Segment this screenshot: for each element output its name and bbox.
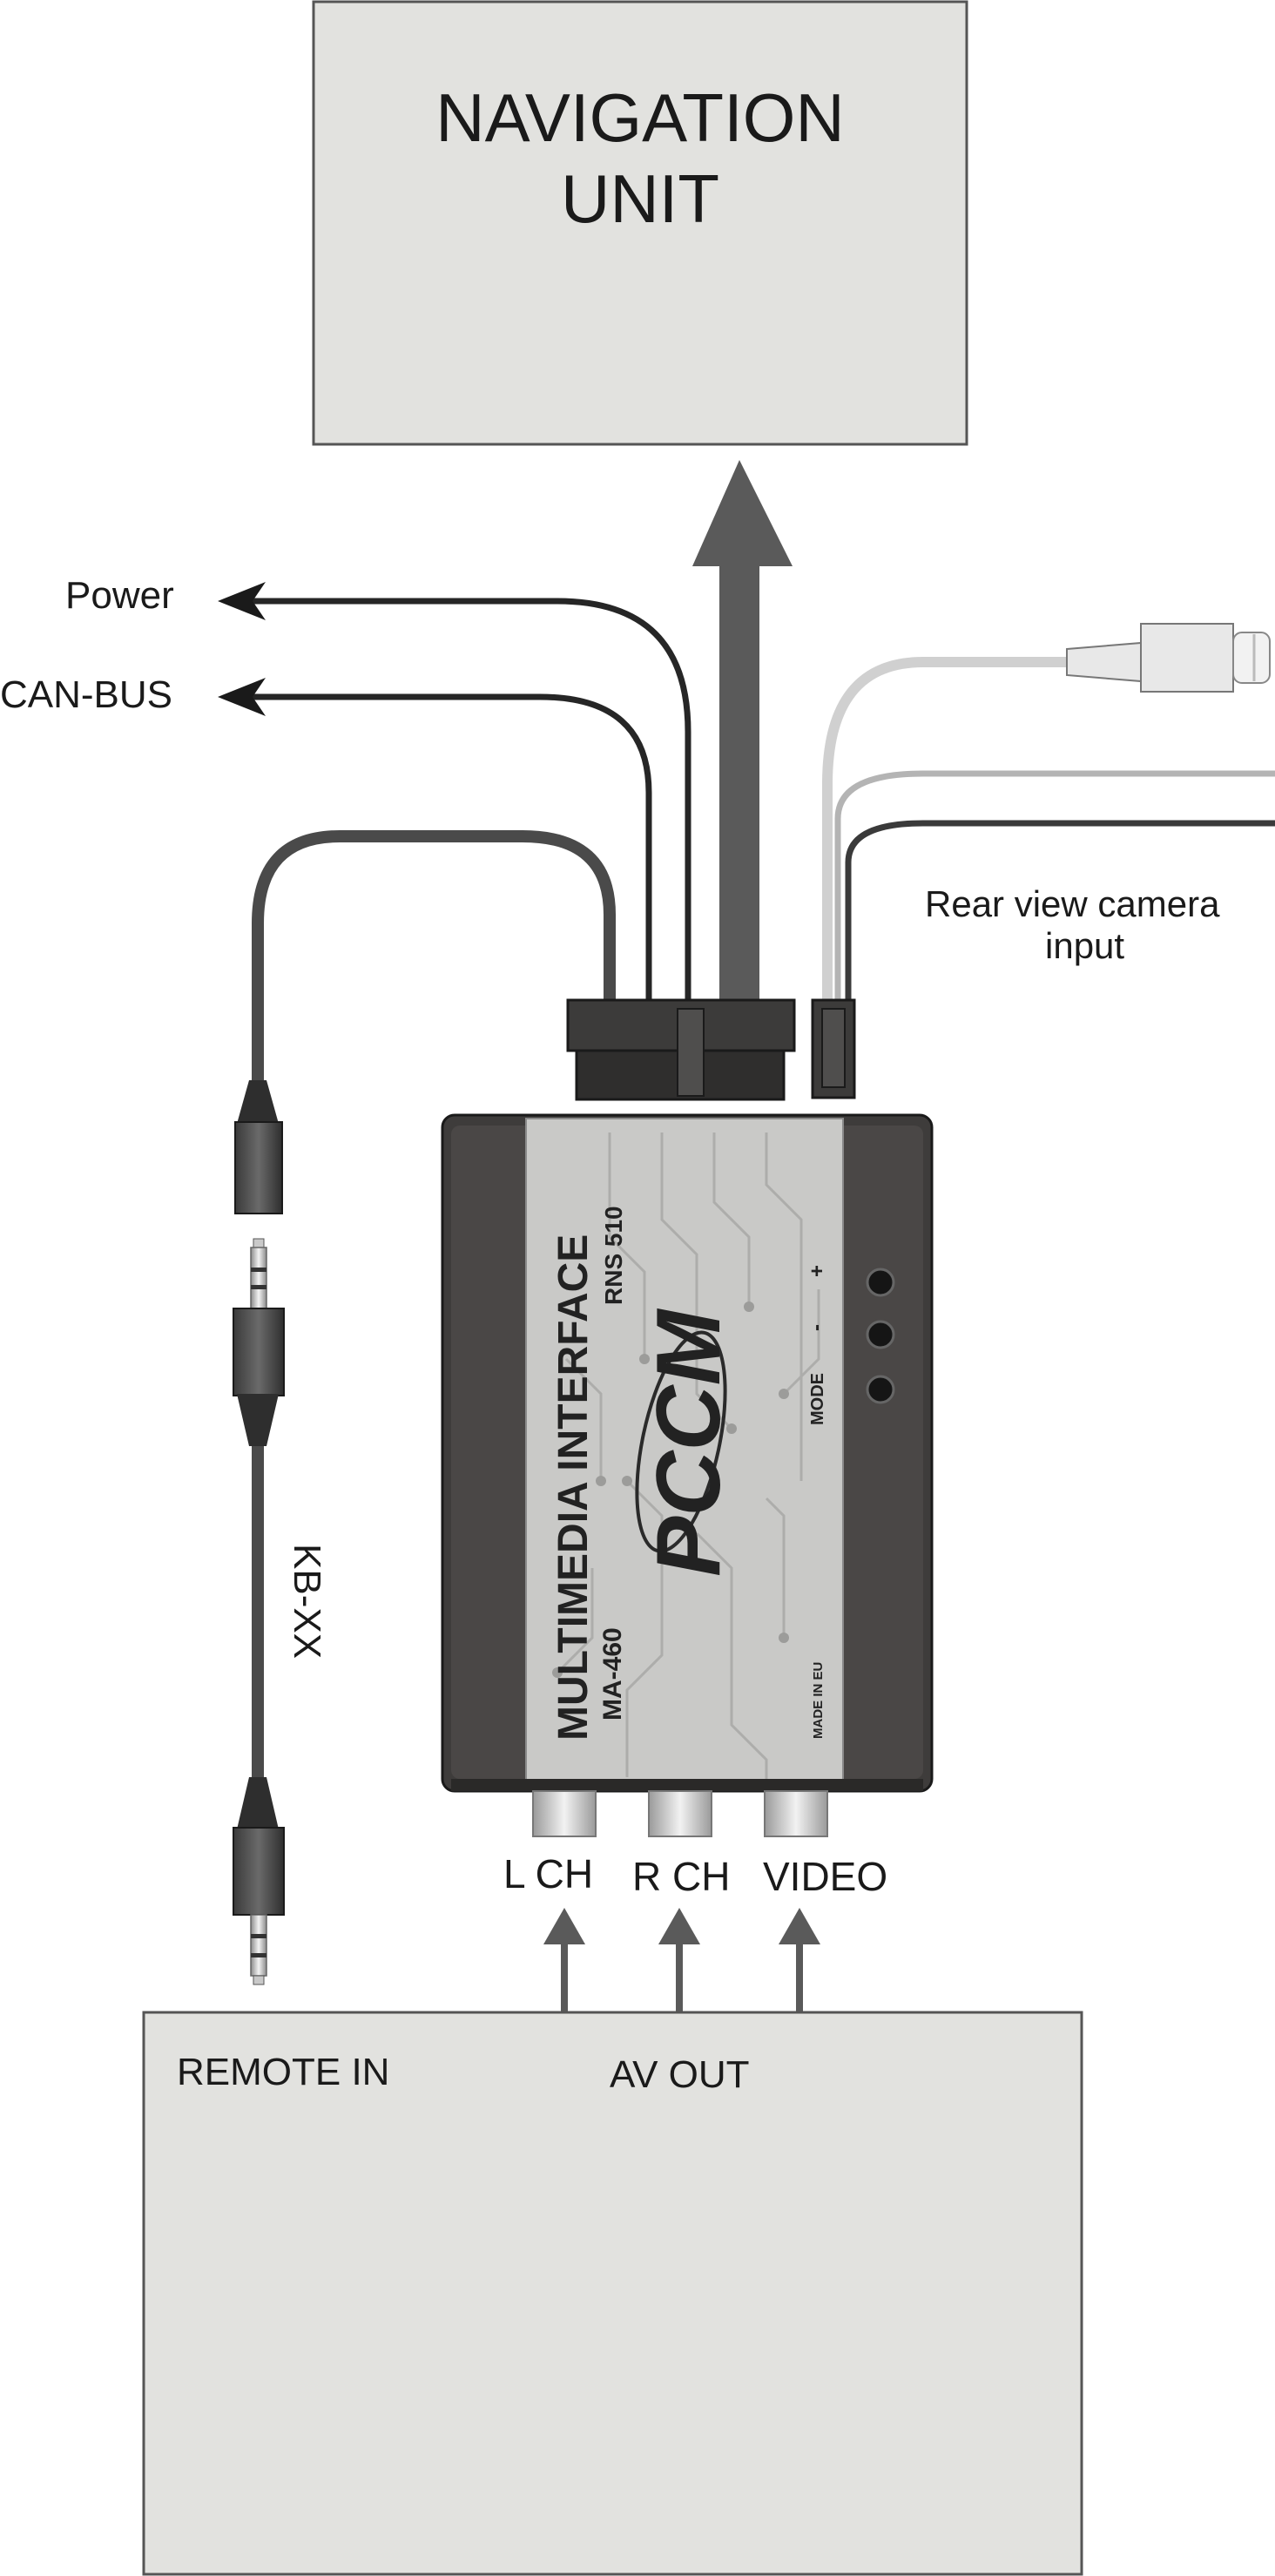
lower-jack-icon xyxy=(233,1777,285,1985)
source-device-box: REMOTE IN AV OUT xyxy=(142,2011,1083,2576)
mode-label: MODE xyxy=(808,1373,827,1425)
camera-label-line2: input xyxy=(1045,925,1124,966)
rca-jack-left xyxy=(532,1790,597,1837)
canbus-label: CAN-BUS xyxy=(0,673,172,716)
up-arrow-icon xyxy=(779,1908,820,1944)
remote-in-label: REMOTE IN xyxy=(177,2051,389,2093)
camera-rca-connector-icon xyxy=(1066,623,1271,693)
av-port-left-label: L CH xyxy=(503,1851,593,1897)
mode-button[interactable] xyxy=(866,1375,895,1404)
circuit-pattern xyxy=(556,1132,820,1782)
av-arrow-video xyxy=(779,1908,820,2012)
nav-connection-arrow xyxy=(692,460,793,1002)
minus-button[interactable] xyxy=(866,1320,895,1349)
camera-cables xyxy=(822,623,1275,1002)
circuit-pads xyxy=(552,1302,789,1678)
navigation-unit-title-line2: UNIT xyxy=(561,160,719,237)
power-label: Power xyxy=(65,574,174,617)
canbus-wire xyxy=(218,678,652,1002)
power-arrow-icon xyxy=(218,582,266,620)
camera-connector xyxy=(811,998,856,1099)
up-arrow-icon xyxy=(543,1908,585,1944)
camera-label-line1: Rear view camera xyxy=(925,883,1220,924)
pccm-logo: PCCM xyxy=(635,1308,739,1577)
upper-jack-icon xyxy=(233,1238,285,1446)
plus-label: + xyxy=(806,1265,829,1277)
av-arrow-left xyxy=(543,1908,585,2012)
device-model: MA-460 xyxy=(598,1627,627,1721)
power-wire xyxy=(218,582,691,1002)
navigation-unit-box: NAVIGATION UNIT xyxy=(312,0,968,446)
main-harness-connector xyxy=(566,998,796,1101)
av-port-right-label: R CH xyxy=(632,1854,730,1899)
kbxx-cable xyxy=(233,830,616,1985)
device-title: MULTIMEDIA INTERFACE xyxy=(550,1234,597,1741)
rca-jack-video xyxy=(764,1790,828,1837)
rca-jack-right xyxy=(648,1790,712,1837)
av-port-video-label: VIDEO xyxy=(763,1854,887,1899)
up-arrow-icon xyxy=(658,1908,700,1944)
device-origin: MADE IN EU xyxy=(811,1662,826,1739)
device-compat: RNS 510 xyxy=(600,1206,627,1305)
minus-label: - xyxy=(805,1324,828,1331)
multimedia-interface-device: MULTIMEDIA INTERFACE MA-460 RNS 510 MADE… xyxy=(441,1113,934,1793)
plus-button[interactable] xyxy=(866,1268,895,1297)
av-arrow-right xyxy=(658,1908,700,2012)
av-out-label: AV OUT xyxy=(610,2053,750,2096)
navigation-unit-title-line1: NAVIGATION xyxy=(435,79,845,156)
device-brand: PCCM xyxy=(638,1308,739,1577)
kbxx-label: KB-XX xyxy=(286,1544,328,1659)
canbus-arrow-icon xyxy=(218,678,266,716)
